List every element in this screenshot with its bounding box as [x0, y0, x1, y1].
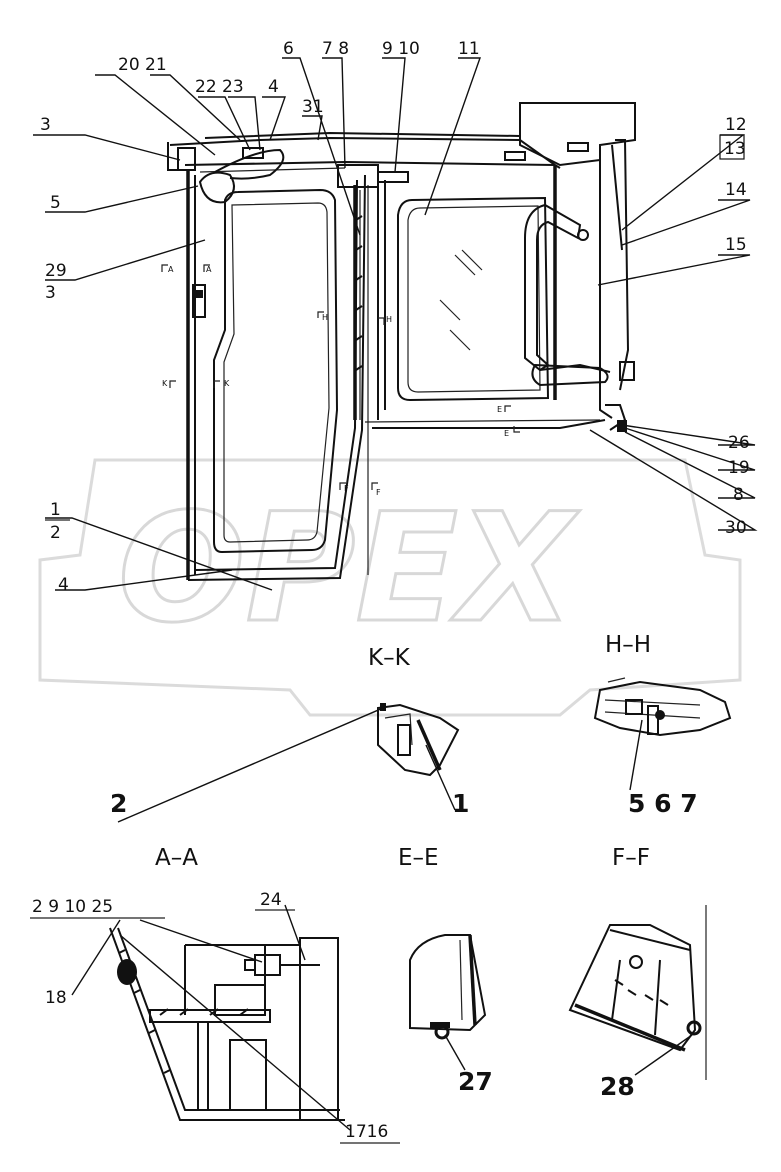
callout-7-8: 7 8: [322, 39, 349, 59]
cut-mark-e2: E: [504, 429, 509, 438]
aa-callout-24: 24: [260, 890, 282, 910]
callout-29: 29: [45, 261, 67, 281]
cut-mark-h2: H: [386, 315, 392, 324]
cut-mark-k1: K: [162, 379, 168, 388]
ff-callout-28: 28: [600, 1072, 635, 1101]
callout-13: 13: [724, 139, 746, 159]
cut-mark-k2: K: [224, 379, 230, 388]
callout-4-top: 4: [268, 77, 279, 97]
watermark-text: OPEX: [118, 482, 580, 656]
section-ff: F–F 28: [568, 845, 707, 1101]
aa-callout-2-9-10-25: 2 9 10 25: [32, 897, 113, 917]
callout-12: 12: [725, 115, 747, 135]
cut-mark-a1: A: [168, 265, 174, 274]
callout-19: 19: [728, 458, 750, 478]
callout-2: 2: [50, 523, 61, 543]
kk-callout-1: 1: [452, 789, 469, 818]
cut-mark-f1: F: [344, 484, 349, 493]
callout-20-21: 20 21: [118, 55, 167, 75]
callout-3-fraction: 3: [45, 283, 56, 303]
section-kk: K–K 2 1: [110, 645, 469, 823]
callout-9-10: 9 10: [382, 39, 420, 59]
section-title-aa: A–A: [155, 845, 198, 871]
callout-6: 6: [283, 39, 294, 59]
section-title-ee: E–E: [398, 845, 439, 871]
callout-8: 8: [733, 485, 744, 505]
callout-14: 14: [725, 180, 747, 200]
aa-callout-18: 18: [45, 988, 67, 1008]
callout-22-23: 22 23: [195, 77, 244, 97]
cut-mark-f2: F: [376, 488, 381, 497]
section-aa: A–A 2 9 10 25 24 18 1716: [30, 845, 400, 1144]
cut-mark-e1: E: [497, 405, 502, 414]
callout-15: 15: [725, 235, 747, 255]
callout-11: 11: [458, 39, 480, 59]
ee-callout-27: 27: [458, 1067, 493, 1096]
callout-1: 1: [50, 500, 61, 520]
callout-30: 30: [725, 518, 747, 538]
callout-31: 31: [302, 97, 324, 117]
cut-marks: A A H H K K E E F F: [161, 264, 520, 497]
cut-mark-h1: H: [322, 313, 328, 322]
aa-callout-1716: 1716: [345, 1122, 388, 1142]
callout-3-top: 3: [40, 115, 51, 135]
callout-4-bottom: 4: [58, 575, 69, 595]
watermark-logo: OPEX: [38, 458, 742, 717]
callout-13-box: [719, 134, 745, 160]
cut-mark-a2: A: [206, 265, 212, 274]
callouts-main: 20 21 22 23 4 31 6 7 8 9 10 11 3 5 29 3 …: [40, 39, 750, 595]
section-title-ff: F–F: [612, 845, 650, 871]
section-title-kk: K–K: [368, 645, 411, 671]
kk-callout-2: 2: [110, 789, 127, 818]
callout-5: 5: [50, 193, 61, 213]
hh-callout-5-6-7: 5 6 7: [628, 789, 698, 818]
section-ee: E–E 27: [398, 845, 493, 1096]
section-hh: H–H 5 6 7: [593, 632, 732, 818]
callout-26: 26: [728, 433, 750, 453]
section-title-hh: H–H: [605, 632, 651, 658]
main-cab-view: [167, 102, 636, 581]
